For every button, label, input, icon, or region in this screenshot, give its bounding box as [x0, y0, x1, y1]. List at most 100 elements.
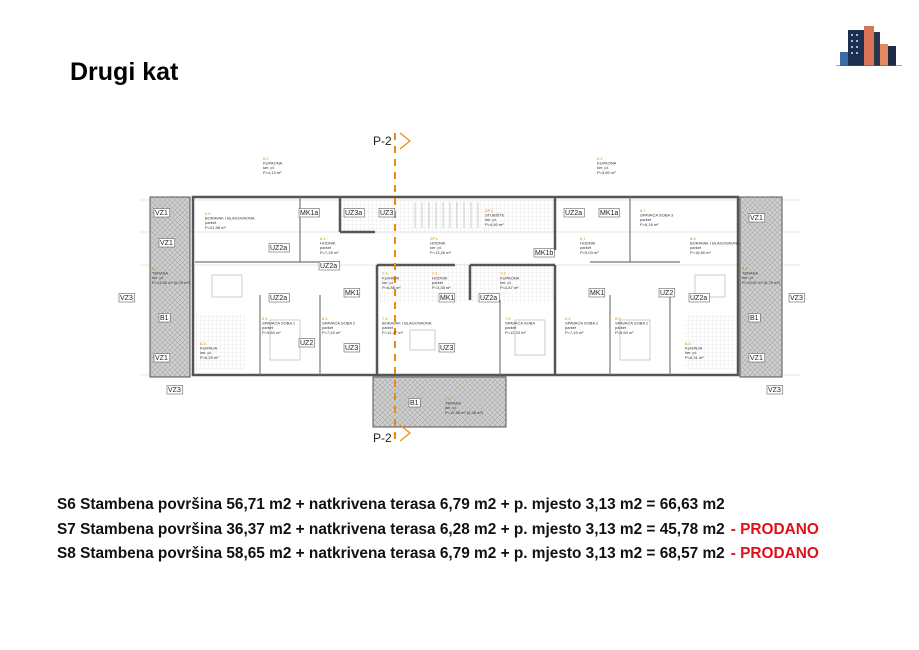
room-label-name: SPAVAĆA SOBA 1	[615, 321, 649, 326]
room-label-area: P=12,23 m²	[505, 330, 526, 335]
room-label-num: 7.6	[445, 396, 451, 401]
room-label-floor: ker. pl.	[430, 245, 442, 250]
tag-box	[658, 288, 676, 298]
room-label-floor: parket	[505, 325, 517, 330]
room-label-num: 8.7	[640, 208, 646, 213]
room-label-floor: ker. pl.	[597, 165, 609, 170]
sold-status: - PRODANO	[730, 520, 819, 538]
room-label-num: 6.5	[262, 316, 268, 321]
room-label-floor: ker. pl.	[500, 280, 512, 285]
tag-box	[158, 313, 171, 323]
room-label-name: KUHINJA	[685, 346, 702, 351]
element-tag: UZ3	[345, 345, 358, 352]
room-label-floor: parket	[382, 325, 394, 330]
terrace-bottom	[372, 376, 507, 428]
room-label-floor: ker. pl.	[742, 275, 754, 280]
tag-box	[298, 208, 320, 218]
room-label-num: 8.1	[580, 236, 586, 241]
room-label-name: TERASA	[742, 271, 758, 276]
room-label-num: 6.7	[152, 266, 158, 271]
tag-box	[438, 293, 456, 303]
tag-box	[318, 261, 340, 271]
room-label-num: 8.4	[565, 316, 571, 321]
room-label-num: 8.2	[597, 156, 603, 161]
room-label-name: SPAVAĆA SOBA 2	[565, 321, 599, 326]
room-label-num: 7.4	[382, 316, 388, 321]
room-label-num: 7.1	[432, 271, 438, 276]
tag-box	[478, 293, 500, 303]
room-label-area: P=3,80 m²	[597, 170, 616, 175]
unit-line-s8: S8 Stambena površina 58,65 m2 + natkrive…	[57, 545, 819, 562]
room-label-area: P=3,87 m²	[500, 285, 519, 290]
element-tag: UZ2a	[690, 295, 707, 302]
element-tag: UZ3a	[345, 210, 362, 217]
tag-box	[378, 208, 396, 218]
unit-line-s6: S6 Stambena površina 56,71 m2 + natkrive…	[57, 496, 725, 513]
room-label-area: P=7,43 m²	[322, 330, 341, 335]
room-label-name: SPAVAĆA SOBA	[505, 321, 535, 326]
room-label-floor: ker. pl.	[445, 405, 457, 410]
element-tag: VZ1	[750, 355, 763, 362]
unit-summary: S6 Stambena površina 56,71 m2 + natkrive…	[57, 496, 819, 570]
tag-box	[343, 208, 365, 218]
section-marker	[394, 132, 411, 445]
element-tag: UZ2	[300, 340, 313, 347]
tag-box	[153, 208, 171, 218]
section-label-top: P-2	[373, 134, 392, 148]
room-label-area: P=7,43 m²	[565, 330, 584, 335]
room-label-num: 7.3	[382, 271, 388, 276]
element-tag: UZ3	[440, 345, 453, 352]
room-label-area: P=9,60 m²	[262, 330, 281, 335]
element-tag: B1	[410, 400, 419, 407]
room-label-area: P=6,88 m²	[382, 285, 401, 290]
room-label-area: P=9,60 m²	[615, 330, 634, 335]
room-label-name: HODNIK	[430, 241, 446, 246]
element-tag: VZ3	[768, 387, 781, 394]
room-label-floor: parket	[640, 217, 652, 222]
room-label-name: KUPAONA	[500, 276, 520, 281]
tag-box	[158, 238, 176, 248]
room-label-floor: parket	[615, 325, 627, 330]
room-label-area: P=13,57 m² (6,79 m²)	[742, 280, 781, 285]
room-label-floor: ker. pl.	[685, 350, 697, 355]
element-tag: MK1	[345, 290, 360, 297]
element-tag: MK1a	[600, 210, 618, 217]
room-label-name: BORAVAK I BLAGOVAONA	[690, 241, 740, 246]
sold-status: - PRODANO	[730, 545, 819, 562]
room-label-num: 6.2	[263, 156, 269, 161]
room-label-name: SPAVAĆA SOBA 1	[262, 321, 296, 326]
element-tag: UZ2a	[320, 263, 337, 270]
room-label-floor: parket	[262, 325, 274, 330]
element-tag: UZ2a	[480, 295, 497, 302]
page-title: Drugi kat	[70, 58, 179, 86]
room-label-area: P=13,52 m² (6,79 m²)	[152, 280, 191, 285]
room-label-num: 6.1	[320, 236, 326, 241]
tag-box	[688, 293, 710, 303]
room-label-floor: ker. pl.	[382, 280, 394, 285]
room-label-num: 6.3	[200, 341, 206, 346]
tag-box	[748, 213, 766, 223]
room-label-name: KUHINJA	[200, 346, 217, 351]
element-tag: UZ2a	[270, 245, 287, 252]
room-label-floor: ker. pl.	[152, 275, 164, 280]
element-tag: VZ1	[160, 240, 173, 247]
room-label-num: 6.4	[322, 316, 328, 321]
element-tag: MK1	[590, 290, 605, 297]
element-tag: VZ3	[120, 295, 133, 302]
